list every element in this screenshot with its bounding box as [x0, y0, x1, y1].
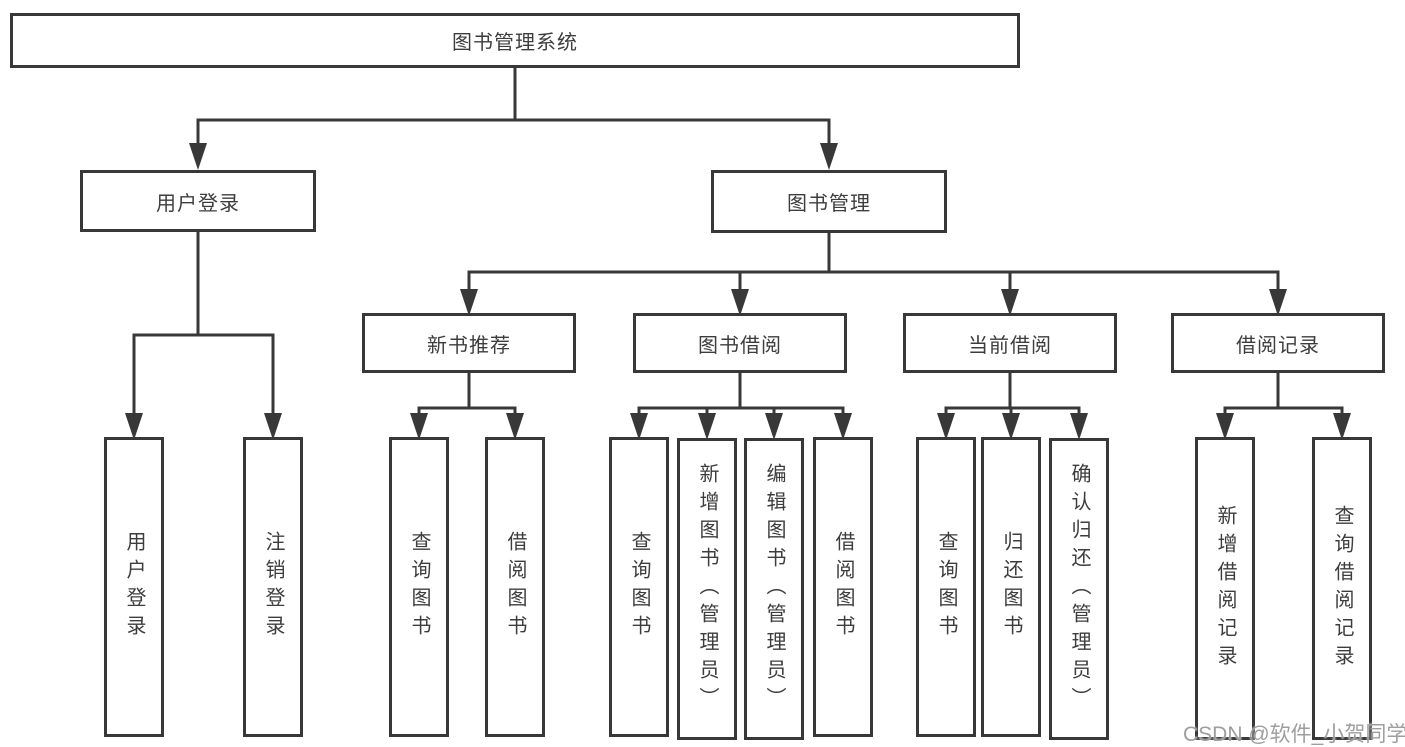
- node-leaf-query-books-current: 查询图书: [916, 437, 976, 737]
- node-leaf-user-login-label: 用户登录: [123, 531, 145, 643]
- node-leaf-logout: 注销登录: [243, 437, 303, 737]
- node-leaf-edit-books-admin: 编辑图书（管理员）: [744, 438, 804, 740]
- node-leaf-return-books-label: 归还图书: [1000, 531, 1022, 643]
- node-current-borrow-label: 当前借阅: [968, 334, 1052, 357]
- node-leaf-user-login: 用户登录: [104, 437, 164, 737]
- node-leaf-add-books-admin-label: 新增图书（管理员）: [696, 463, 718, 715]
- node-book-management-label: 图书管理: [787, 193, 871, 215]
- node-new-book-recommend: 新书推荐: [362, 313, 576, 373]
- node-leaf-add-borrow-record-label: 新增借阅记录: [1214, 504, 1236, 673]
- node-leaf-add-borrow-record: 新增借阅记录: [1195, 437, 1255, 740]
- node-leaf-confirm-return-admin: 确认归还（管理员）: [1049, 438, 1109, 740]
- node-borrow-records-label: 借阅记录: [1236, 334, 1320, 357]
- node-leaf-query-borrow-record: 查询借阅记录: [1312, 437, 1372, 740]
- node-book-borrow: 图书借阅: [633, 313, 847, 373]
- node-new-book-recommend-label: 新书推荐: [427, 334, 511, 357]
- node-leaf-query-books-recommend-label: 查询图书: [408, 531, 430, 643]
- node-leaf-borrow-books: 借阅图书: [813, 437, 873, 737]
- node-leaf-add-books-admin: 新增图书（管理员）: [677, 438, 737, 740]
- node-leaf-query-books-current-label: 查询图书: [935, 531, 957, 643]
- node-user-login: 用户登录: [80, 170, 316, 232]
- node-leaf-query-books-borrow-label: 查询图书: [628, 531, 650, 643]
- node-root: 图书管理系统: [10, 13, 1020, 68]
- node-leaf-borrow-books-label: 借阅图书: [832, 531, 854, 643]
- node-leaf-logout-label: 注销登录: [262, 531, 284, 643]
- node-leaf-confirm-return-admin-label: 确认归还（管理员）: [1068, 463, 1090, 715]
- node-borrow-records: 借阅记录: [1171, 313, 1385, 373]
- node-book-borrow-label: 图书借阅: [698, 334, 782, 357]
- csdn-watermark: CSDN @软件_小贺同学: [1183, 723, 1405, 746]
- node-leaf-return-books: 归还图书: [981, 437, 1041, 737]
- node-root-label: 图书管理系统: [452, 32, 578, 54]
- node-current-borrow: 当前借阅: [903, 313, 1117, 373]
- node-leaf-query-borrow-record-label: 查询借阅记录: [1331, 504, 1353, 673]
- node-leaf-borrow-books-recommend: 借阅图书: [485, 437, 545, 737]
- node-book-management: 图书管理: [711, 170, 947, 233]
- node-leaf-query-books-borrow: 查询图书: [609, 437, 669, 737]
- node-leaf-query-books-recommend: 查询图书: [389, 437, 449, 737]
- node-leaf-edit-books-admin-label: 编辑图书（管理员）: [763, 463, 785, 715]
- node-user-login-label: 用户登录: [156, 192, 240, 215]
- node-leaf-borrow-books-recommend-label: 借阅图书: [504, 531, 526, 643]
